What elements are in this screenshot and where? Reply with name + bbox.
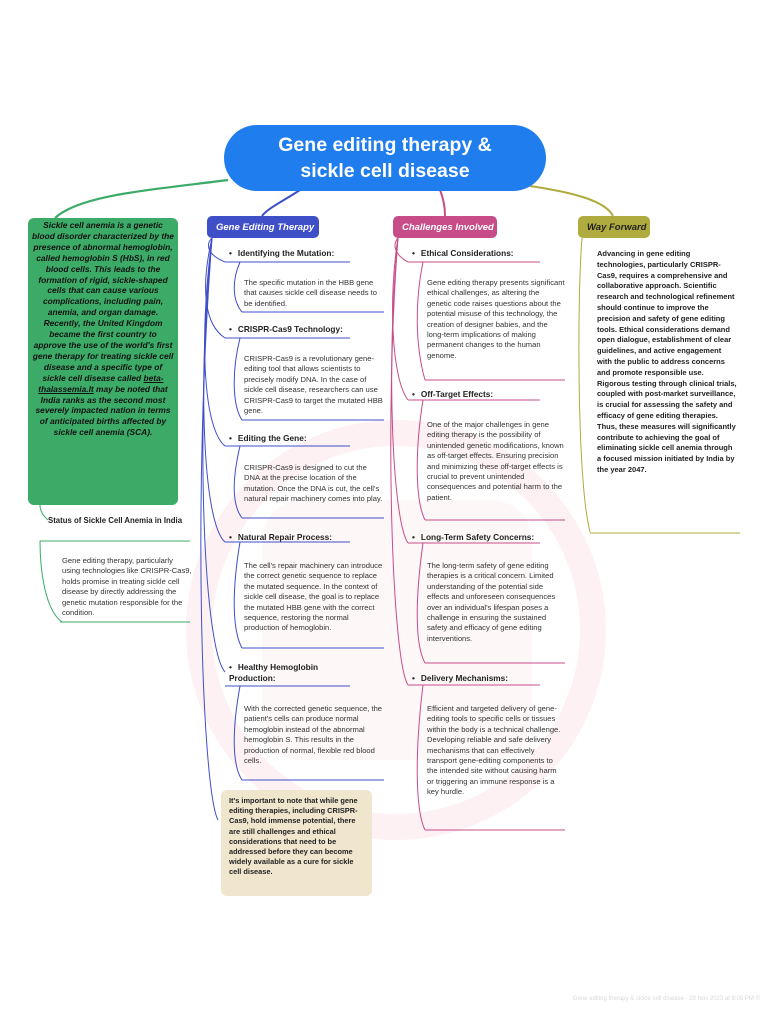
bullet-icon: •	[229, 532, 232, 542]
way-forward-text: Advancing in gene editing technologies, …	[597, 249, 737, 474]
beta-thalassemia-link[interactable]: beta-thalassemia.It	[38, 372, 164, 394]
bullet-icon: •	[412, 389, 415, 399]
gene-item-heading[interactable]: •CRISPR-Cas9 Technology:	[229, 324, 343, 334]
bullet-icon: •	[412, 248, 415, 258]
gene-item-text: CRISPR-Cas9 is a revolutionary gene-edit…	[244, 354, 383, 416]
challenge-item-heading[interactable]: •Ethical Considerations:	[412, 248, 514, 258]
intro-text-continued: may be noted that India ranks as the sec…	[35, 383, 171, 438]
bullet-icon: •	[229, 662, 232, 672]
footer-caption: Gene editing therapy & sickle cell disea…	[572, 996, 760, 1002]
challenge-item-text: Efficient and targeted delivery of gene-…	[427, 704, 561, 797]
branch-challenges-involved[interactable]: Challenges Involved	[393, 216, 497, 238]
branch-way-forward[interactable]: Way Forward	[578, 216, 650, 238]
gene-item-heading[interactable]: •Editing the Gene:	[229, 433, 307, 443]
challenge-item-text: The long-term safety of gene editing the…	[427, 561, 556, 643]
bullet-icon: •	[229, 248, 232, 258]
branch-label: Gene Editing Therapy	[216, 221, 315, 233]
gene-item-text: CRISPR-Cas9 is designed to cut the DNA a…	[244, 463, 383, 504]
intro-sickle-cell-node[interactable]: Sickle cell anemia is a genetic blood di…	[28, 218, 178, 505]
challenge-item-text: One of the major challenges in gene edit…	[427, 420, 564, 502]
connector-root-gene	[261, 189, 301, 217]
bullet-icon: •	[229, 433, 232, 443]
branch-gene-editing-therapy[interactable]: Gene Editing Therapy	[207, 216, 319, 238]
challenge-item-heading[interactable]: •Delivery Mechanisms:	[412, 673, 509, 683]
gene-item-text: The cell's repair machinery can introduc…	[244, 561, 383, 633]
gene-item-text: The specific mutation in the HBB gene th…	[244, 278, 377, 308]
gene-item-text: With the corrected genetic sequence, the…	[244, 704, 383, 766]
gene-item-heading[interactable]: •Healthy Hemoglobin Production:	[229, 662, 319, 683]
connector-root-intro	[54, 178, 229, 219]
branch-label: Way Forward	[587, 221, 647, 233]
connector-root-challenges	[439, 189, 446, 217]
note-box[interactable]: It's important to note that while gene e…	[221, 790, 372, 896]
bullet-icon: •	[412, 532, 415, 542]
status-text: Gene editing therapy, particularly using…	[62, 556, 192, 618]
challenge-item-heading[interactable]: •Off-Target Effects:	[412, 389, 494, 399]
connector-intro-status	[39, 504, 49, 521]
note-text: It's important to note that while gene e…	[229, 796, 358, 877]
intro-text: Sickle cell anemia is a genetic blood di…	[32, 220, 174, 383]
challenge-item-heading[interactable]: •Long-Term Safety Concerns:	[412, 532, 535, 542]
bullet-icon: •	[412, 673, 415, 683]
status-title[interactable]: Status of Sickle Cell Anemia in India	[48, 516, 183, 525]
root-topic-node[interactable]: Gene editing therapy & sickle cell disea…	[224, 125, 546, 191]
root-topic-title: Gene editing therapy & sickle cell disea…	[278, 134, 492, 182]
branch-label: Challenges Involved	[402, 221, 494, 233]
gene-item-heading[interactable]: •Natural Repair Process:	[229, 532, 332, 542]
bullet-icon: •	[229, 324, 232, 334]
challenge-item-text: Gene editing therapy presents significan…	[427, 278, 565, 360]
connector-root-forward	[529, 185, 614, 217]
connector-status-text	[39, 540, 63, 623]
gene-item-heading[interactable]: •Identifying the Mutation:	[229, 248, 335, 258]
connector-forward-text	[578, 237, 591, 533]
